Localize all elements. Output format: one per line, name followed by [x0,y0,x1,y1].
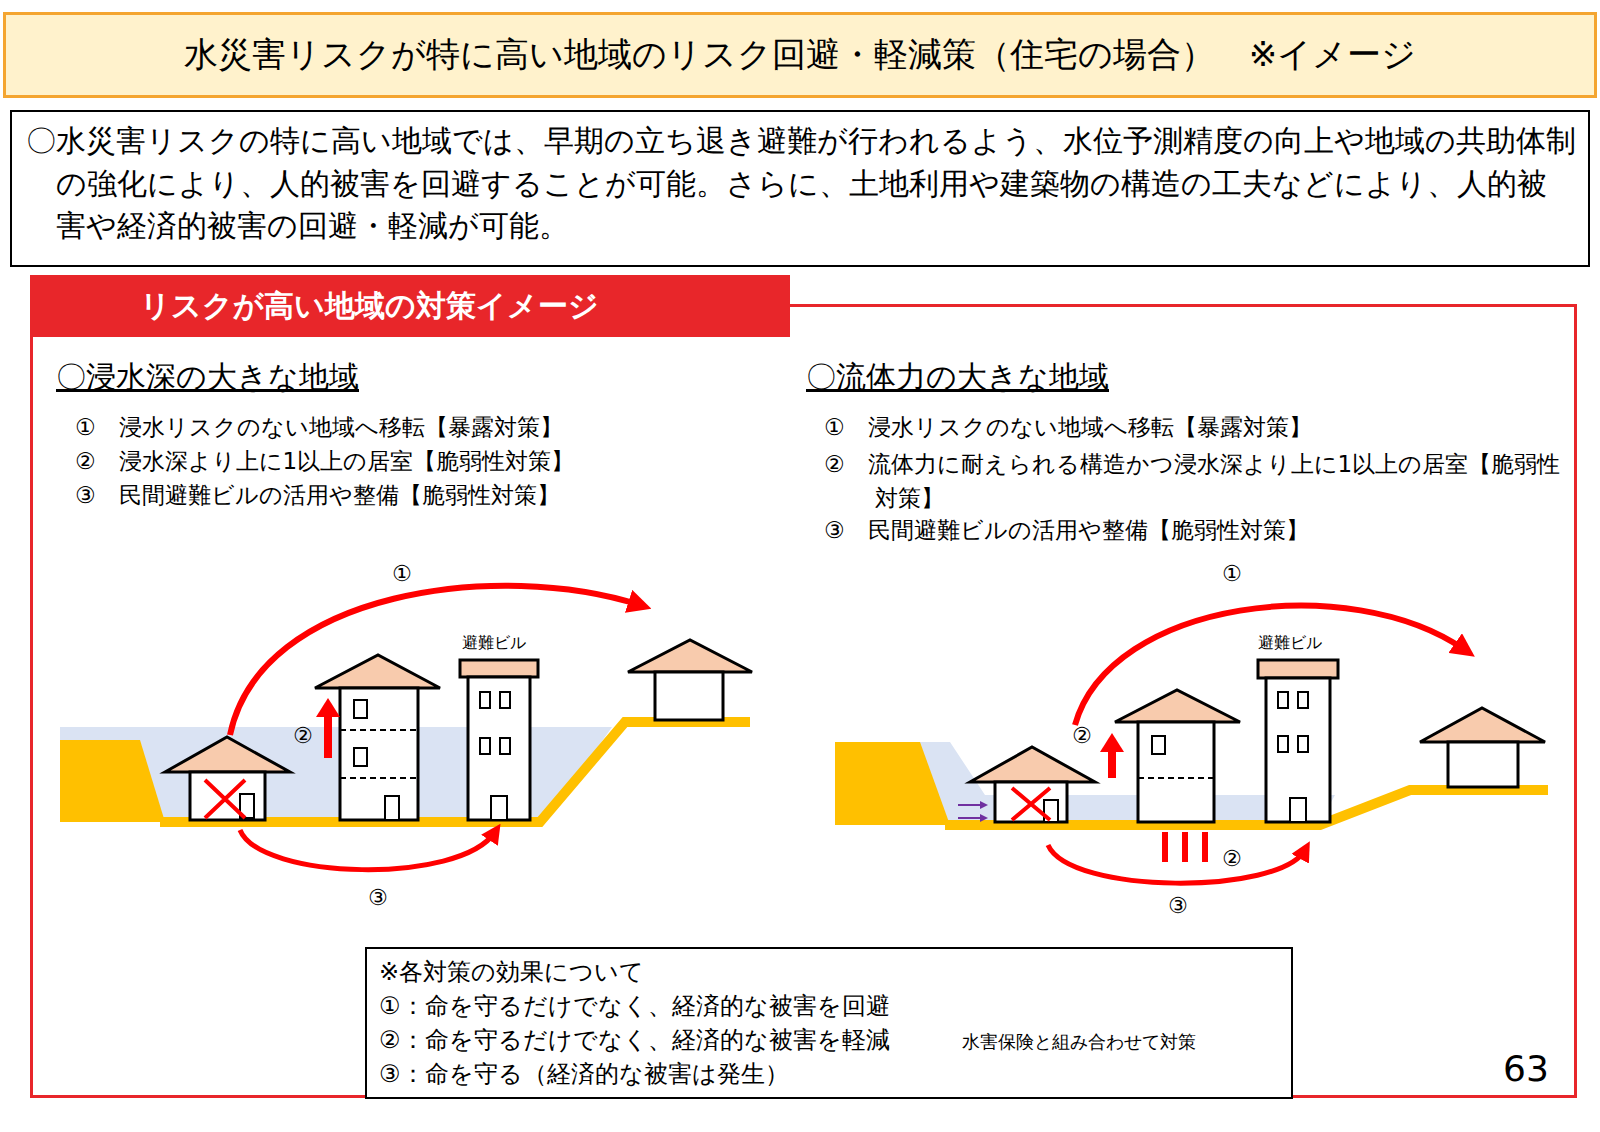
list-item: ② 流体力に耐えられる構造かつ浸水深より上に1以上の居室【脆弱性対策】 [824,447,1575,515]
callout-number: ② [1072,722,1092,751]
note-label: 水害保険と組み合わせて対策 [962,1030,1196,1053]
list-item: ② 浸水深より上に1以上の居室【脆弱性対策】 [75,447,574,477]
list-item: ① 浸水リスクのない地域へ移転【暴露対策】 [824,413,1312,443]
heading: 〇流体力の大きな地域 [806,357,1109,396]
title: 水災害リスクが特に高い地域のリスク回避・軽減策（住宅の場合） ※イメージ [184,32,1417,78]
callout-number: ② [293,722,313,751]
note-line: ③：命を守る（経済的な被害は発生） [379,1057,1279,1091]
callout-number: ③ [1168,892,1188,921]
heading: 〇浸水深の大きな地域 [56,357,359,396]
building-label: 避難ビル [1258,633,1322,654]
building-label: 避難ビル [462,633,526,654]
left-scene [60,586,752,870]
list-item: ③ 民間避難ビルの活用や整備【脆弱性対策】 [75,481,560,511]
note-box: ※各対策の効果について①：命を守るだけでなく、経済的な被害を回避②：命を守るだけ… [365,947,1293,1099]
note-heading: ※各対策の効果について [379,955,1279,989]
right-scene [835,606,1548,884]
callout-number: ③ [368,884,388,913]
title-band: 水災害リスクが特に高い地域のリスク回避・軽減策（住宅の場合） ※イメージ [3,12,1597,98]
page-number: 63 [1503,1046,1549,1093]
callout-number: ① [1222,560,1242,589]
summary-text: 〇水災害リスクの特に高い地域では、早期の立ち退き避難が行われるよう、水位予測精度… [26,120,1576,248]
note-line: ①：命を守るだけでなく、経済的な被害を回避 [379,989,1279,1023]
list-item: ③ 民間避難ビルの活用や整備【脆弱性対策】 [824,516,1309,546]
panel-tab: リスクが高い地域の対策イメージ [30,275,790,337]
callout-number: ② [1222,845,1242,874]
summary-box: 〇水災害リスクの特に高い地域では、早期の立ち退き避難が行われるよう、水位予測精度… [10,110,1590,267]
callout-number: ① [392,560,412,589]
list-item: ① 浸水リスクのない地域へ移転【暴露対策】 [75,413,563,443]
